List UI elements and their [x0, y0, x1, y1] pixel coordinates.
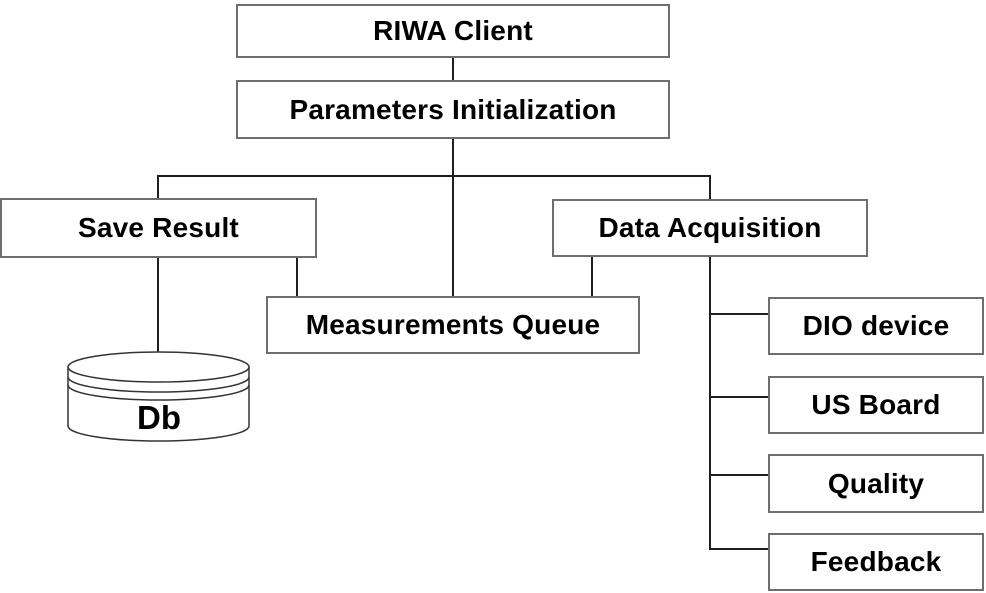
- edge-stub-us-board: [709, 396, 768, 398]
- edge-stub-feedback: [709, 548, 768, 550]
- node-save-result-label: Save Result: [78, 212, 239, 243]
- edge-branch-to-save-result: [157, 175, 159, 198]
- node-riwa-client-label: RIWA Client: [373, 15, 533, 46]
- node-db-label: Db: [137, 399, 181, 436]
- edge-data-acq-to-queue: [591, 257, 593, 296]
- edge-params-to-queue: [452, 139, 454, 296]
- node-measurements-queue: Measurements Queue: [266, 296, 640, 354]
- edge-branch-horizontal: [157, 175, 711, 177]
- node-riwa-client: RIWA Client: [236, 4, 670, 58]
- node-measurements-queue-label: Measurements Queue: [305, 309, 601, 340]
- edge-data-acq-trunk: [709, 257, 711, 550]
- node-dio-device: DIO device: [768, 297, 984, 355]
- node-feedback: Feedback: [768, 533, 984, 591]
- node-dio-device-label: DIO device: [802, 310, 950, 341]
- node-parameters-initialization-label: Parameters Initialization: [289, 93, 617, 125]
- edge-stub-quality: [709, 474, 768, 476]
- node-save-result: Save Result: [0, 198, 317, 258]
- edge-riwa-to-params: [452, 58, 454, 80]
- node-parameters-initialization: Parameters Initialization: [236, 80, 670, 139]
- cylinder-top: [67, 351, 250, 383]
- node-us-board: US Board: [768, 376, 984, 434]
- node-data-acquisition-label: Data Acquisition: [598, 212, 822, 243]
- edge-save-result-to-db: [157, 258, 159, 353]
- node-data-acquisition: Data Acquisition: [552, 199, 868, 257]
- cylinder-arc-1: [67, 376, 250, 393]
- node-quality: Quality: [768, 454, 984, 513]
- edge-stub-dio-device: [709, 313, 768, 315]
- node-us-board-label: US Board: [811, 389, 941, 420]
- cylinder-arc-2: [67, 384, 250, 401]
- node-quality-label: Quality: [827, 467, 925, 499]
- node-feedback-label: Feedback: [810, 546, 942, 577]
- edge-save-result-to-queue: [296, 258, 298, 296]
- database-cylinder-icon: [67, 351, 250, 442]
- edge-branch-to-data-acq: [709, 175, 711, 199]
- cylinder-body: [67, 366, 250, 442]
